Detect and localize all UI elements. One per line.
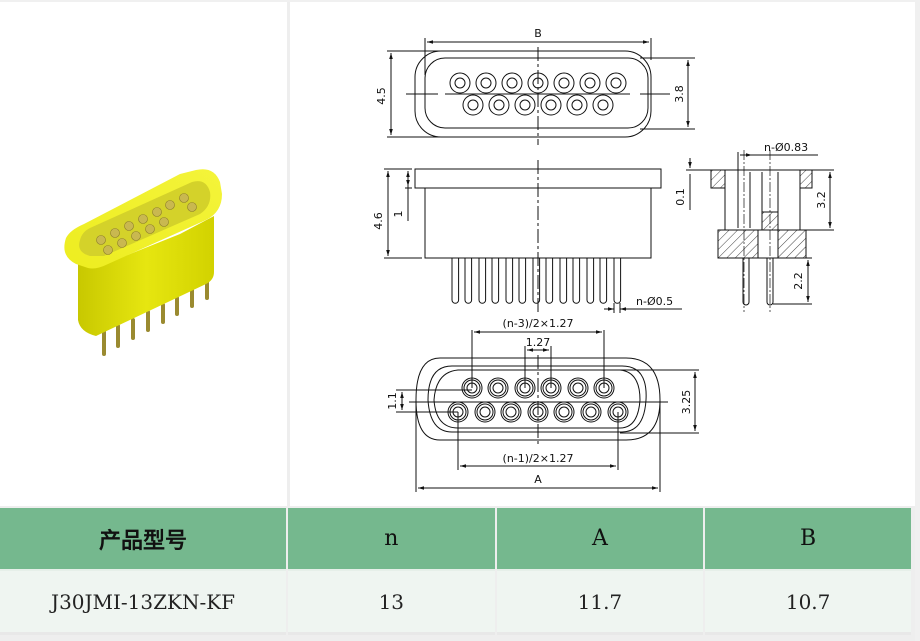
dim-1-1: 1.1 bbox=[386, 392, 399, 410]
bottom-view bbox=[396, 330, 699, 492]
dim-0-1: 0.1 bbox=[674, 188, 687, 206]
side-view-pins bbox=[451, 258, 622, 304]
dim-B-top: B bbox=[534, 27, 542, 40]
cell-A: 11.7 bbox=[496, 571, 704, 635]
top-view-contacts bbox=[449, 72, 627, 116]
top-view bbox=[387, 38, 695, 145]
technical-drawing-cell: B 4.5 3.8 bbox=[290, 2, 915, 506]
table-row: J30JMI-13ZKN-KF 13 11.7 10.7 bbox=[0, 571, 911, 635]
dim-4-5: 4.5 bbox=[375, 87, 388, 105]
connector-contacts bbox=[96, 193, 197, 255]
header-model: 产品型号 bbox=[0, 508, 287, 571]
product-image-cell bbox=[0, 2, 287, 506]
side-view bbox=[384, 160, 682, 313]
connector-3d-image bbox=[64, 169, 222, 356]
connector-pins bbox=[102, 280, 209, 356]
connector-body bbox=[78, 216, 214, 336]
dim-pitch-top: (n-3)/2×1.27 bbox=[503, 317, 574, 330]
dim-pin-dia: n-Ø0.5 bbox=[636, 295, 673, 308]
dim-3-25: 3.25 bbox=[680, 390, 693, 415]
dim-pitch-bottom: (n-1)/2×1.27 bbox=[503, 452, 574, 465]
cell-B: 10.7 bbox=[705, 571, 911, 635]
dim-3-8: 3.8 bbox=[673, 85, 686, 103]
header-n: n bbox=[288, 508, 495, 571]
dim-1: 1 bbox=[392, 211, 405, 218]
table-header-row: 产品型号 n A B bbox=[0, 508, 911, 571]
dim-A: A bbox=[534, 473, 542, 486]
dim-pitch: 1.27 bbox=[526, 336, 551, 349]
dim-2-2: 2.2 bbox=[792, 272, 805, 290]
header-B: B bbox=[705, 508, 911, 571]
technical-drawing: B 4.5 3.8 bbox=[372, 27, 834, 492]
dim-4-6: 4.6 bbox=[372, 212, 385, 230]
dim-hole-dia: n-Ø0.83 bbox=[764, 141, 808, 154]
dim-3-2: 3.2 bbox=[815, 191, 828, 209]
cell-model: J30JMI-13ZKN-KF bbox=[0, 571, 287, 635]
section-view bbox=[686, 150, 834, 312]
header-A: A bbox=[496, 508, 704, 571]
spec-table: 产品型号 n A B J30JMI-13ZKN-KF 13 11.7 10.7 bbox=[0, 508, 913, 635]
cell-n: 13 bbox=[288, 571, 495, 635]
